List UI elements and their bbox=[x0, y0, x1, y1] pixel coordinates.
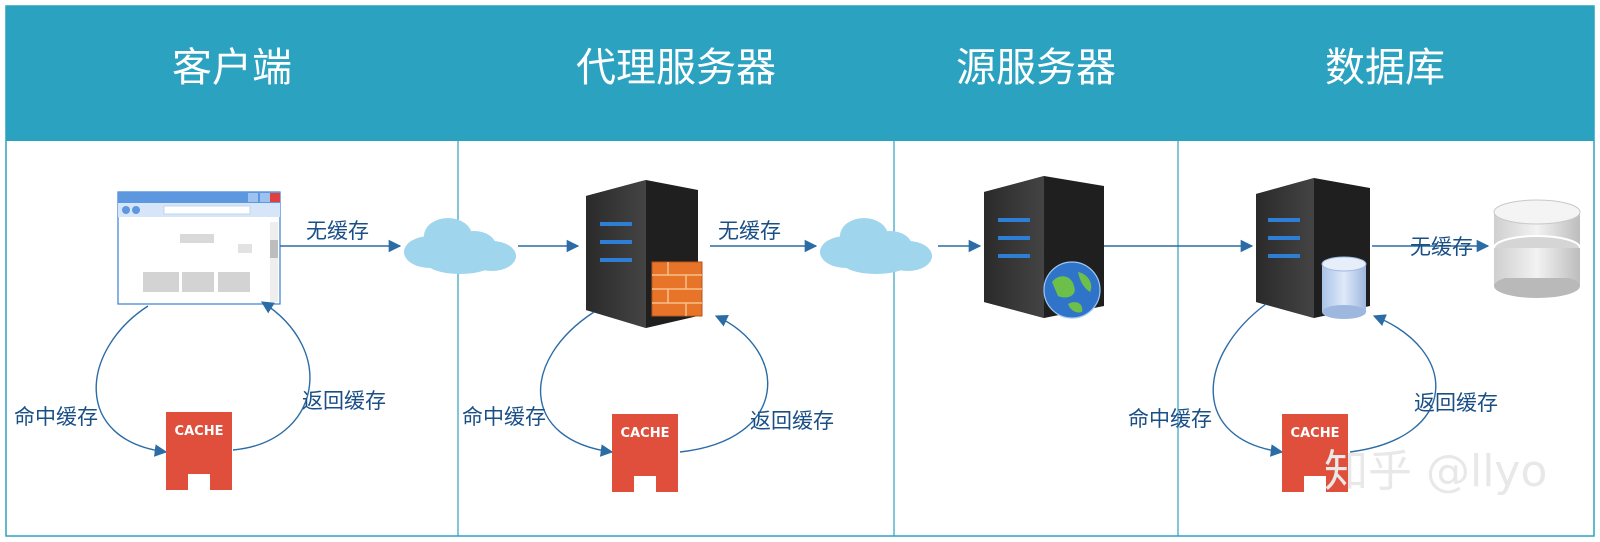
column-title-database: 数据库 bbox=[1325, 45, 1445, 91]
database-no-cache-label: 无缓存 bbox=[1410, 235, 1473, 259]
database-icon bbox=[1493, 199, 1581, 298]
client-return-cache-label: 返回缓存 bbox=[302, 389, 386, 413]
cache-badge-label: CACHE bbox=[1291, 426, 1340, 441]
cache-badge-icon: CACHE bbox=[612, 414, 678, 492]
column-title-client: 客户端 bbox=[172, 45, 292, 91]
cache-badge-icon: CACHE bbox=[166, 412, 232, 490]
globe-icon bbox=[1043, 261, 1101, 319]
cache-badge-label: CACHE bbox=[175, 424, 224, 439]
client-cache-hit-label: 命中缓存 bbox=[14, 405, 98, 429]
database-return-cache-label: 返回缓存 bbox=[1414, 391, 1498, 415]
column-title-origin: 源服务器 bbox=[956, 45, 1116, 91]
cache-badge-label: CACHE bbox=[621, 426, 670, 441]
proxy-return-cache-arrow bbox=[679, 315, 769, 453]
proxy-return-cache-label: 返回缓存 bbox=[750, 409, 834, 433]
cloud-icon bbox=[404, 218, 516, 274]
firewall-icon bbox=[651, 261, 703, 317]
cache-cylinder-icon bbox=[1321, 256, 1367, 319]
database-cache-hit-arrow bbox=[1212, 303, 1284, 457]
watermark: 知乎 @llyo bbox=[1324, 446, 1547, 497]
cloud-icon bbox=[820, 218, 932, 274]
cache-badge-icon: CACHE bbox=[1282, 414, 1348, 492]
column-title-proxy: 代理服务器 bbox=[576, 45, 776, 91]
browser-window-icon bbox=[117, 191, 281, 305]
proxy-cache-hit-arrow bbox=[539, 311, 614, 457]
client-cache-hit-arrow bbox=[95, 305, 168, 457]
database-return-cache-arrow bbox=[1349, 314, 1437, 453]
database-cache-hit-label: 命中缓存 bbox=[1128, 407, 1212, 431]
client-no-cache-label: 无缓存 bbox=[306, 219, 369, 243]
client-return-cache-arrow bbox=[232, 301, 311, 451]
header-band bbox=[6, 6, 1594, 141]
proxy-cache-hit-label: 命中缓存 bbox=[462, 405, 546, 429]
proxy-no-cache-label: 无缓存 bbox=[718, 219, 781, 243]
